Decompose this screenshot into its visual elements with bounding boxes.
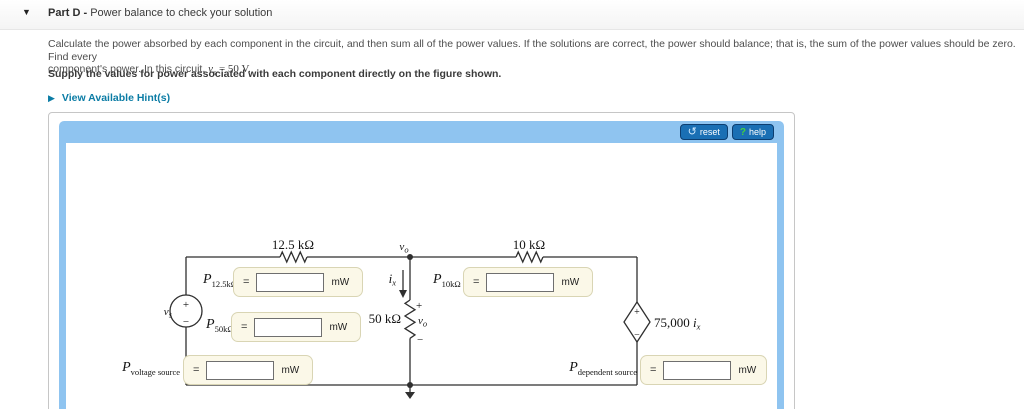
reset-button-label: reset	[699, 127, 720, 137]
p-50k-input[interactable]	[254, 317, 323, 337]
p-voltage-source-field-group: = mW	[183, 355, 313, 385]
p-50k-field-group: = mW	[231, 312, 361, 342]
p-12.5k-label: P12.5kΩ	[203, 272, 238, 289]
p-dependent-source-field-group: = mW	[640, 355, 767, 385]
equals-sign: =	[650, 364, 657, 376]
p-12.5k-input[interactable]	[256, 272, 325, 292]
equals-sign: =	[473, 276, 480, 288]
instruction-line1: Calculate the power absorbed by each com…	[48, 38, 1016, 63]
part-title-text: Power balance to check your solution	[90, 7, 273, 19]
unit-label: mW	[329, 321, 348, 333]
instruction-line2: component's power. In this circuit, vs =…	[48, 63, 1018, 80]
p-dependent-source-input[interactable]	[663, 360, 732, 380]
help-button-label: help	[748, 127, 766, 137]
p-voltage-source-label: Pvoltage source	[122, 360, 180, 377]
unit-label: mW	[738, 364, 757, 376]
vs-math-sub: s	[213, 68, 217, 78]
p-50k-label: P50kΩ	[206, 317, 234, 334]
p-10k-label: P10kΩ	[433, 272, 461, 289]
p-12.5k-field-group: = mW	[233, 267, 363, 297]
equals-sign: =	[243, 276, 250, 288]
help-icon: ?	[739, 126, 746, 138]
equals-sign: =	[241, 321, 248, 333]
part-title: Part D - Power balance to check your sol…	[48, 7, 272, 19]
equals-sign: =	[193, 364, 200, 376]
view-hints-link[interactable]: View Available Hint(s)	[61, 92, 171, 104]
vs-math-var: v	[208, 63, 214, 75]
hint-expand-arrow-icon[interactable]: ▶	[48, 93, 55, 103]
applet-toolbar: ↺ reset ? help	[59, 121, 784, 143]
hint-row[interactable]: ▶ View Available Hint(s)	[48, 88, 170, 106]
part-header: ▼ Part D - Power balance to check your s…	[0, 0, 1024, 30]
p-dependent-source-label: Pdependent source	[569, 360, 637, 377]
part-title-prefix: Part D -	[48, 7, 91, 19]
unit-label: mW	[281, 364, 300, 376]
reset-icon: ↺	[687, 126, 697, 138]
instruction-paragraph: Calculate the power absorbed by each com…	[48, 38, 1018, 80]
p-voltage-source-input[interactable]	[206, 360, 275, 380]
supply-instruction: Supply the values for power associated w…	[48, 68, 502, 80]
collapse-triangle-icon[interactable]: ▼	[22, 7, 31, 17]
help-button[interactable]: ? help	[731, 124, 774, 140]
unit-label: mW	[331, 276, 350, 288]
instruction-line2-text: component's power. In this circuit,	[48, 63, 209, 75]
vs-math-rest: = 50 V.	[216, 63, 251, 75]
reset-button[interactable]: ↺ reset	[679, 124, 728, 140]
p-10k-input[interactable]	[486, 272, 555, 292]
p-10k-field-group: = mW	[463, 267, 593, 297]
unit-label: mW	[561, 276, 580, 288]
